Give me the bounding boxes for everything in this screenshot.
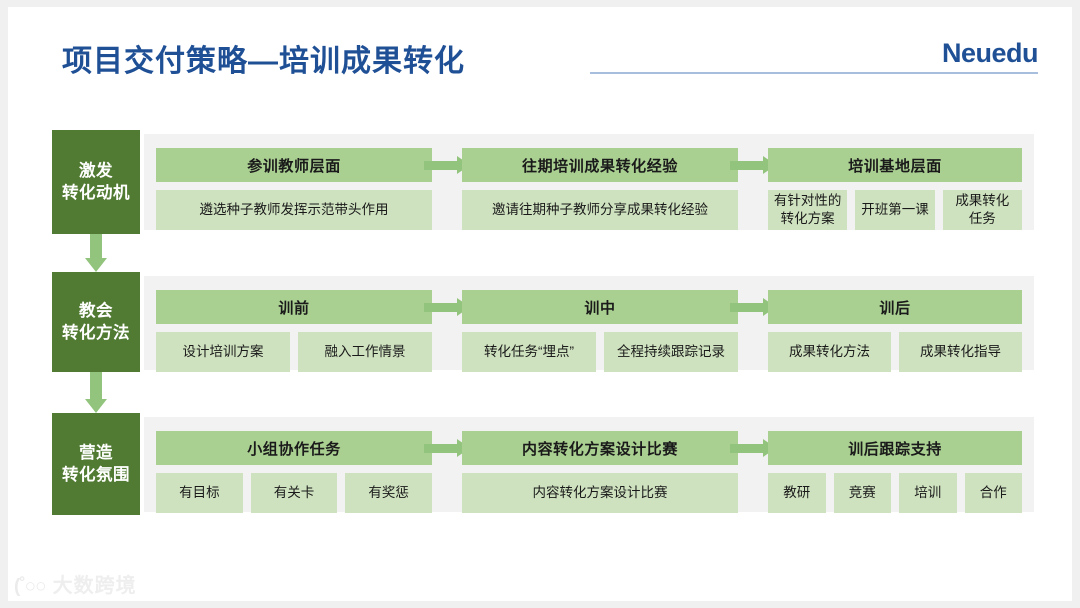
column-item[interactable]: 成果转化任务	[942, 190, 1022, 230]
column-item[interactable]: 邀请往期种子教师分享成果转化经验	[462, 190, 738, 230]
column-header[interactable]: 训后	[768, 290, 1022, 324]
column-items: 教研竞赛培训合作	[768, 473, 1022, 513]
watermark-label: 大数跨境	[52, 575, 137, 597]
stage-label[interactable]: 激发转化动机	[52, 130, 140, 234]
column-item[interactable]: 设计培训方案	[156, 332, 290, 372]
stage-label-line-2: 转化氛围	[62, 466, 130, 484]
column-item[interactable]: 全程持续跟踪记录	[604, 332, 738, 372]
stage-label-text: 营造转化氛围	[62, 442, 130, 487]
column-item[interactable]: 成果转化指导	[899, 332, 1022, 372]
stage-label-text: 教会转化方法	[62, 300, 130, 345]
column-item[interactable]: 成果转化方法	[768, 332, 891, 372]
column-header[interactable]: 内容转化方案设计比赛	[462, 431, 738, 465]
stage-panel: 参训教师层面遴选种子教师发挥示范带头作用往期培训成果转化经验邀请往期种子教师分享…	[144, 134, 1034, 230]
stage-label-line-2: 转化动机	[62, 184, 130, 202]
column-items: 成果转化方法成果转化指导	[768, 332, 1022, 372]
stage-label-line-1: 营造	[79, 443, 113, 462]
column-header[interactable]: 往期培训成果转化经验	[462, 148, 738, 182]
column-item[interactable]: 有针对性的转化方案	[768, 190, 848, 230]
column-item[interactable]: 遴选种子教师发挥示范带头作用	[156, 190, 432, 230]
stage-panel: 训前设计培训方案融入工作情景训中转化任务“埋点”全程持续跟踪记录训后成果转化方法…	[144, 276, 1034, 372]
flow-arrow-down-icon	[85, 372, 107, 413]
slide-edge-left	[0, 0, 8, 608]
column-items: 转化任务“埋点”全程持续跟踪记录	[462, 332, 738, 372]
header-divider-line	[590, 72, 1038, 74]
column-header[interactable]: 参训教师层面	[156, 148, 432, 182]
brand-logo: Neuedu	[941, 38, 1039, 68]
column-header[interactable]: 训后跟踪支持	[768, 431, 1022, 465]
column-items: 有目标有关卡有奖惩	[156, 473, 432, 513]
column-item[interactable]: 有目标	[156, 473, 243, 513]
column-item[interactable]: 转化任务“埋点”	[462, 332, 596, 372]
column-header[interactable]: 训中	[462, 290, 738, 324]
stage-panel: 小组协作任务有目标有关卡有奖惩内容转化方案设计比赛内容转化方案设计比赛训后跟踪支…	[144, 417, 1034, 513]
stage-label[interactable]: 教会转化方法	[52, 272, 140, 372]
column-header[interactable]: 小组协作任务	[156, 431, 432, 465]
column-item[interactable]: 合作	[964, 473, 1022, 513]
stage-label-line-1: 教会	[79, 301, 113, 320]
column-item[interactable]: 有奖惩	[345, 473, 432, 513]
column-item[interactable]: 培训	[899, 473, 957, 513]
column-items: 设计培训方案融入工作情景	[156, 332, 432, 372]
stage-label-line-2: 转化方法	[62, 324, 130, 342]
column-header[interactable]: 培训基地层面	[768, 148, 1022, 182]
column-item[interactable]: 教研	[768, 473, 826, 513]
watermark: (˚○○ 大数跨境	[14, 576, 137, 596]
flow-arrow-down-icon	[85, 234, 107, 272]
watermark-logo-icon: (˚○○	[14, 575, 47, 597]
slide-header: 项目交付策略—培训成果转化 Neuedu	[0, 0, 1080, 100]
stage-label-text: 激发转化动机	[62, 160, 130, 205]
column-header[interactable]: 训前	[156, 290, 432, 324]
column-item[interactable]: 融入工作情景	[298, 332, 432, 372]
column-item[interactable]: 内容转化方案设计比赛	[462, 473, 738, 513]
stage-label[interactable]: 营造转化氛围	[52, 413, 140, 515]
column-item[interactable]: 有关卡	[250, 473, 338, 513]
slide-edge-top	[0, 0, 1080, 7]
slide-edge-bottom	[0, 601, 1080, 608]
page-title: 项目交付策略—培训成果转化	[62, 45, 465, 78]
column-items: 内容转化方案设计比赛	[462, 473, 738, 513]
column-items: 邀请往期种子教师分享成果转化经验	[462, 190, 738, 230]
column-item[interactable]: 竞赛	[833, 473, 891, 513]
slide-edge-right	[1072, 0, 1080, 608]
column-items: 有针对性的转化方案开班第一课成果转化任务	[768, 190, 1022, 230]
column-items: 遴选种子教师发挥示范带头作用	[156, 190, 432, 230]
column-item[interactable]: 开班第一课	[855, 190, 935, 230]
stage-label-line-1: 激发	[79, 161, 113, 180]
